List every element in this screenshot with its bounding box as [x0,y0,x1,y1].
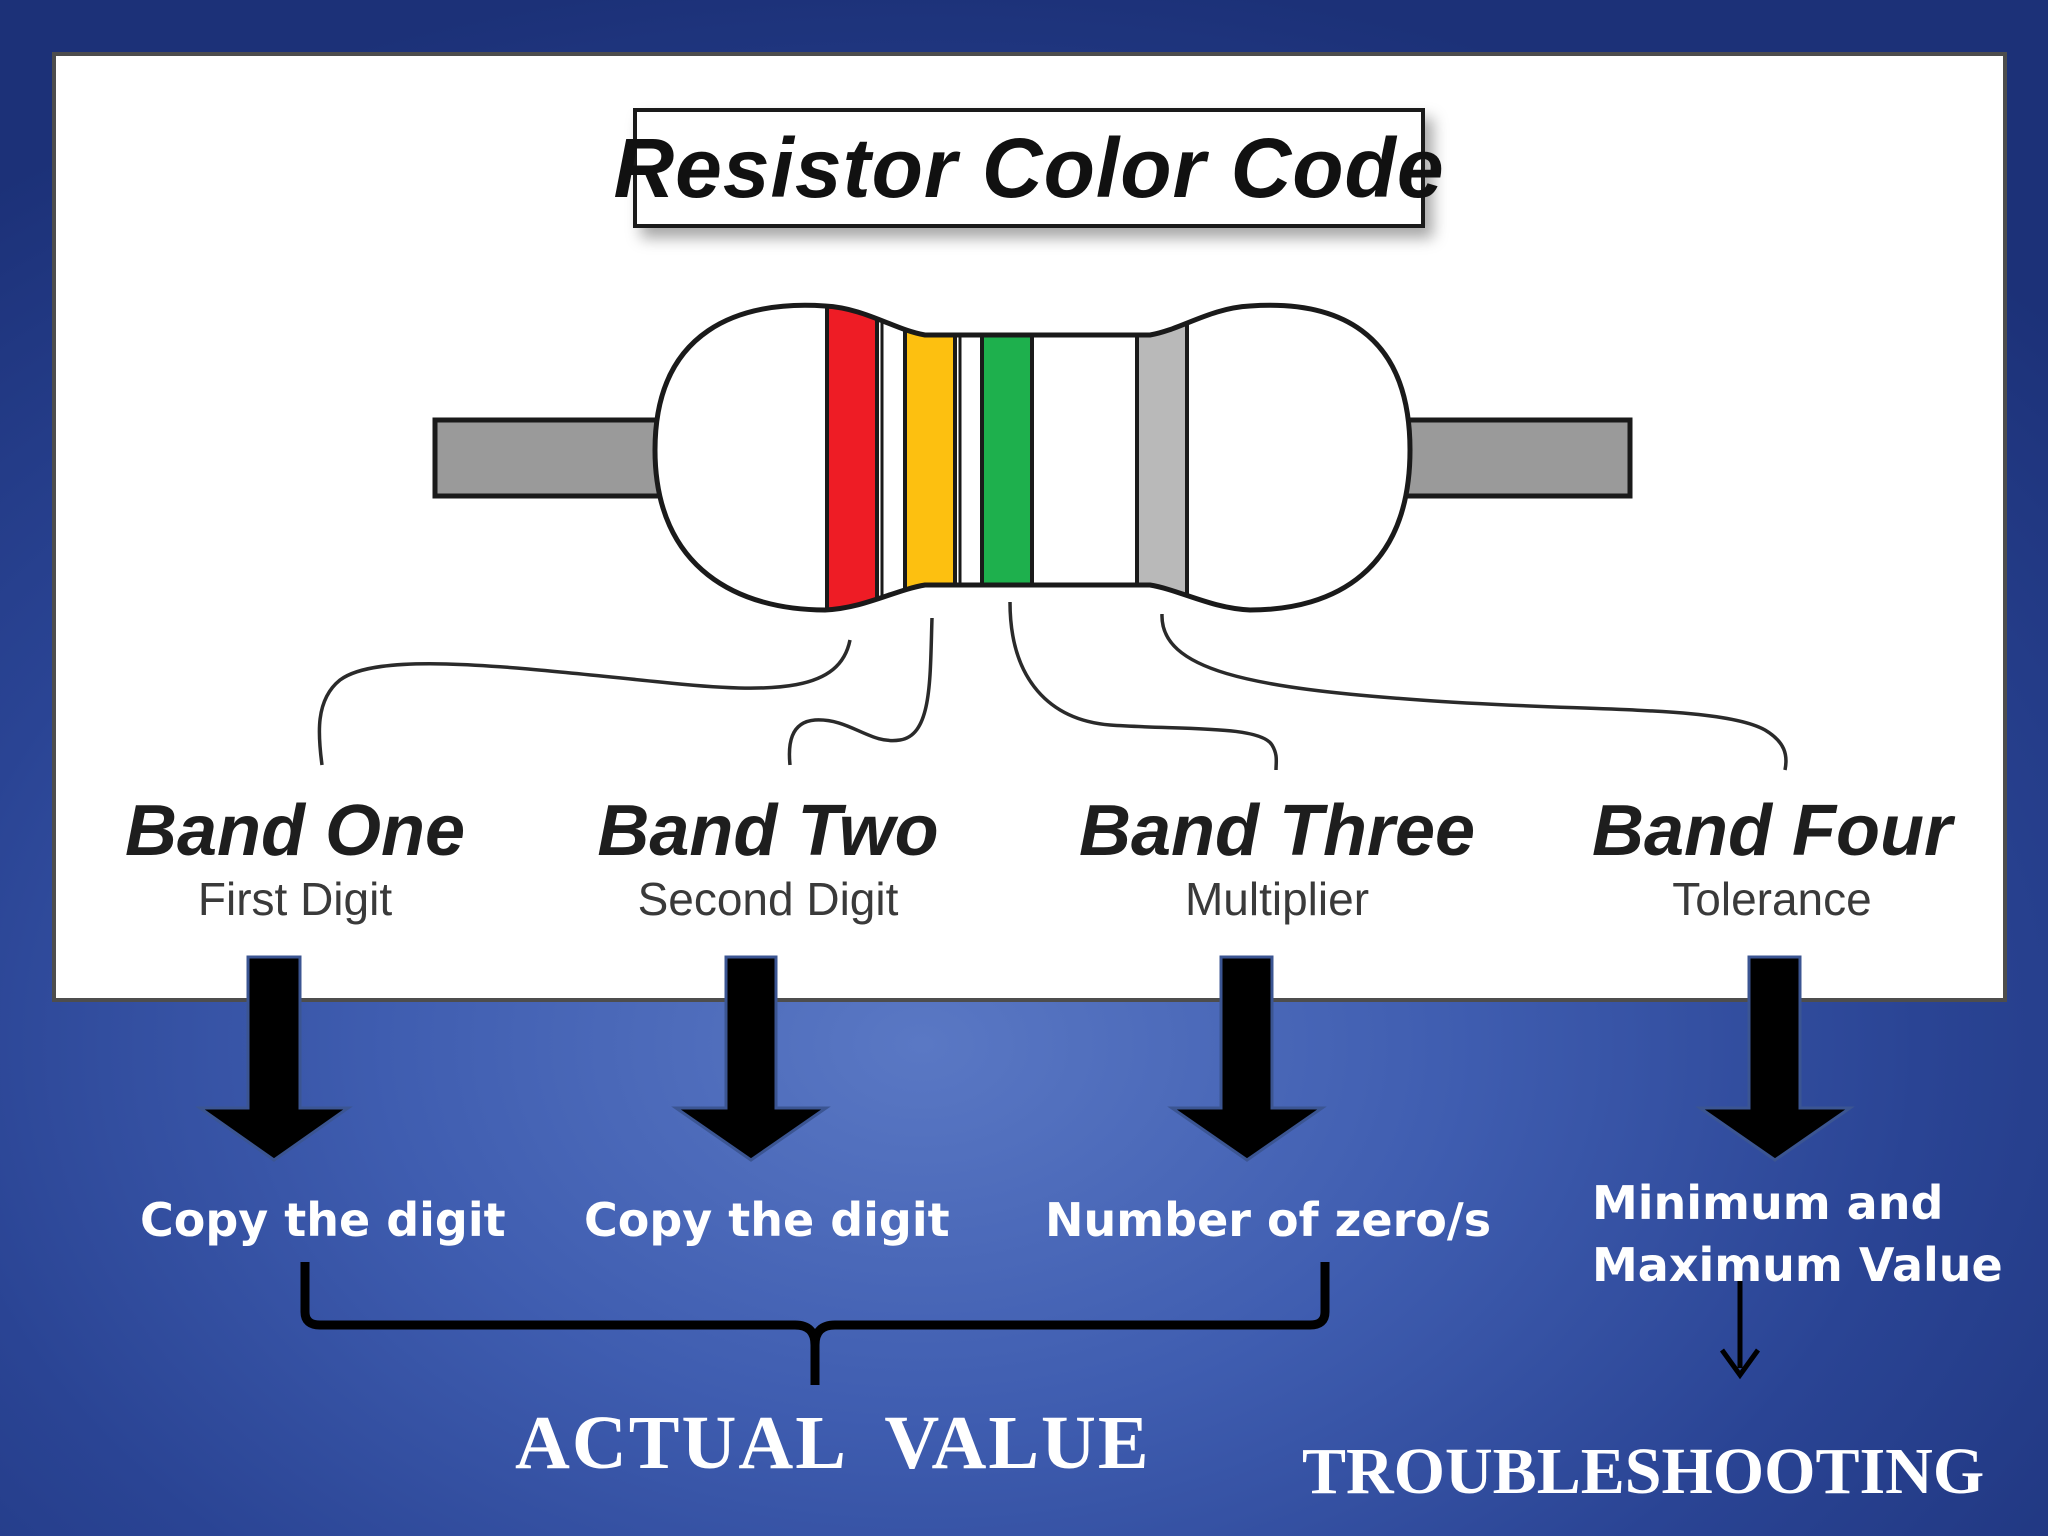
band-four-subtitle: Tolerance [1672,873,1872,925]
resistor-lead-right [1392,417,1633,499]
color-band-gray [1135,305,1189,610]
leader-line-band-one [317,639,852,766]
color-band-green [980,305,1034,610]
band-two-title: Band Two [597,791,939,871]
leader-line-band-three [1008,601,1279,771]
band-four-title: Band Four [1592,791,1952,871]
title-box: Resistor Color Code [613,108,1444,228]
actual-value-label: ACTUAL VALUE [515,1401,1151,1485]
band-one-title: Band One [124,791,466,871]
band-four-action: Minimum and Maximum Value [1592,1172,2003,1296]
band-two-action: Copy the digit [584,1193,950,1247]
band-four-action-line2: Maximum Value [1592,1238,2003,1292]
color-band-red [825,305,879,610]
leader-line-band-two [787,617,934,766]
band-three-subtitle: Multiplier [1184,873,1370,925]
arrow-down-icon [1695,955,1855,1162]
leader-line-band-four [1160,613,1788,771]
page-title: Resistor Color Code [613,120,1445,215]
arrow-down-icon [195,955,353,1162]
band-four-action-line1: Minimum and [1592,1176,1944,1230]
band-one-action: Copy the digit [140,1193,506,1247]
band-one-subtitle: First Digit [197,873,393,925]
resistor-body-outline [652,302,1413,613]
arrow-down-icon [1167,955,1327,1162]
resistor-lead-left [432,417,673,499]
band-three-action: Number of zero/s [1045,1193,1492,1247]
arrow-down-icon [1719,1280,1761,1380]
band-two-subtitle: Second Digit [637,873,899,925]
curly-brace [300,1262,1330,1385]
band-three-title: Band Three [1078,791,1476,871]
color-band-yellow [903,305,957,610]
arrow-down-icon [671,955,831,1162]
troubleshooting-label: TROUBLESHOOTING [1302,1435,1985,1508]
